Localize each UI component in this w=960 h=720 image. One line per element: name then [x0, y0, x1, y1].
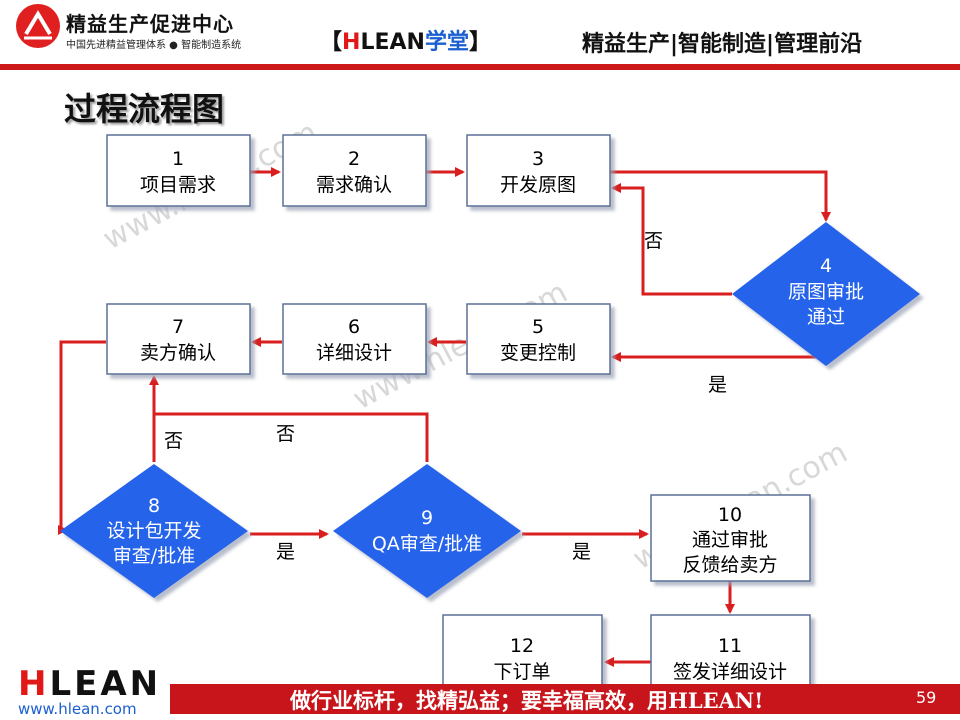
brand-title: 【HLEAN学堂】 [320, 24, 491, 56]
logo-icon [16, 4, 60, 48]
process-box: 10 通过审批 反馈给卖方 [650, 494, 811, 582]
label-yes-4: 是 [708, 374, 727, 396]
footer-url[interactable]: www.hlean.com [18, 700, 137, 718]
step-1-number: 1 [172, 148, 184, 170]
arrow-9-7-no [154, 412, 429, 462]
step-8-label-2: 审查/批准 [113, 545, 195, 567]
arrow-4-3-no [611, 183, 732, 296]
process-box: 5 变更控制 [466, 303, 611, 375]
step-4-number: 4 [820, 255, 832, 277]
step-7-label: 卖方确认 [140, 342, 216, 364]
footer-logo: HLEAN [18, 664, 161, 704]
page-title: 过程流程图 [64, 90, 225, 128]
footer-logo-h: H [18, 664, 50, 704]
arrow-4-5-yes [611, 352, 828, 362]
brand-close: 】 [468, 30, 491, 55]
brand-lean: LEAN [360, 30, 425, 55]
step-2-number: 2 [348, 148, 360, 170]
header-divider [0, 64, 960, 70]
step-2-label: 需求确认 [316, 174, 392, 196]
process-box: 6 详细设计 [282, 303, 427, 375]
step-12-label: 下订单 [493, 661, 550, 683]
tagline: 精益生产|智能制造|管理前沿 [582, 32, 863, 57]
process-box: 1 项目需求 [106, 134, 251, 207]
step-7-number: 7 [172, 316, 184, 338]
step-5-number: 5 [532, 316, 544, 338]
footer-slogan: 做行业标杆，找精弘益；要幸福高效，用HLEAN! [290, 688, 764, 713]
brand-open: 【 [320, 30, 343, 55]
step-9-label: QA审查/批准 [372, 533, 482, 555]
step-8-label: 设计包开发 [106, 520, 201, 542]
process-box: 2 需求确认 [282, 134, 427, 207]
step-10-number: 10 [718, 504, 742, 526]
process-box: 7 卖方确认 [106, 303, 251, 375]
footer-bar [170, 684, 960, 714]
step-11-number: 11 [718, 635, 742, 657]
arrow-3-4 [610, 170, 831, 222]
step-1-label: 项目需求 [140, 174, 216, 196]
step-4-label-2: 通过 [807, 306, 845, 328]
step-6-number: 6 [348, 316, 360, 338]
step-11-label: 签发详细设计 [673, 661, 787, 683]
brand-school: 学堂 [424, 30, 469, 55]
org-subtitle: 中国先进精益管理体系 ● 智能制造系统 [66, 40, 242, 51]
step-5-label: 变更控制 [500, 342, 576, 364]
label-no-8: 否 [164, 430, 183, 452]
step-10-label-2: 反馈给卖方 [682, 554, 777, 576]
step-8-number: 8 [148, 495, 160, 517]
process-box: 3 开发原图 [466, 134, 611, 207]
step-10-label: 通过审批 [692, 529, 768, 551]
step-12-number: 12 [510, 635, 534, 657]
step-4-label: 原图审批 [788, 281, 864, 303]
org-name: 精益生产促进中心 [66, 12, 234, 36]
page-number: 59 [916, 688, 937, 707]
connectors [58, 167, 831, 667]
label-no-4: 否 [644, 230, 663, 252]
arrow-7-8 [58, 340, 106, 535]
label-no-9: 否 [276, 423, 295, 445]
step-3-number: 3 [532, 148, 544, 170]
label-yes-9: 是 [572, 541, 591, 563]
step-3-label: 开发原图 [500, 174, 576, 196]
decision-diamond: 8 设计包开发 审查/批准 [60, 464, 248, 598]
label-yes-8: 是 [276, 541, 295, 563]
decision-diamond: 4 原图审批 通过 [732, 222, 920, 366]
step-6-label: 详细设计 [316, 342, 392, 364]
step-9-number: 9 [421, 507, 433, 529]
decision-diamond: 9 QA审查/批准 [333, 464, 521, 598]
footer-logo-rest: LEAN [49, 664, 162, 704]
brand-h: H [342, 30, 361, 55]
